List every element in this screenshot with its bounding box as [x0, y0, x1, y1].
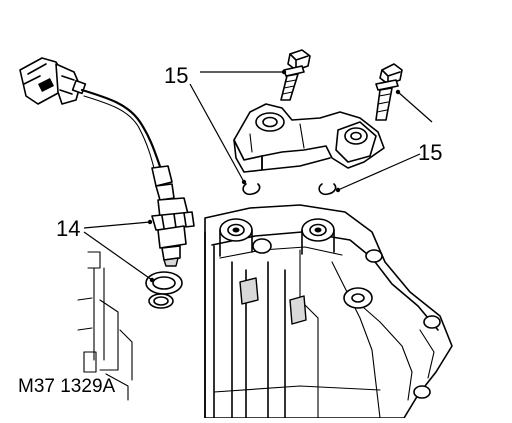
callout-label-15-clip: 15: [418, 140, 442, 165]
sensor-seal: [145, 271, 183, 309]
leader-lines: [83, 69, 433, 283]
retaining-clip-right: [318, 183, 337, 196]
sensor-connector: [19, 57, 87, 105]
callout-label-15-bracket: 15: [164, 63, 188, 88]
figure-reference: M37 1329A: [18, 376, 116, 397]
callout-label-14-sensor: 14: [56, 216, 80, 241]
sensor-bracket: [233, 103, 385, 173]
bracket-bolt-left: [280, 49, 311, 101]
retaining-clip-left: [242, 183, 261, 196]
bracket-bolt-right: [375, 63, 403, 121]
background-frame: [77, 251, 133, 401]
speed-sensor: [151, 197, 195, 267]
casting-housing: [204, 204, 453, 419]
sensor-harness: [80, 88, 178, 209]
